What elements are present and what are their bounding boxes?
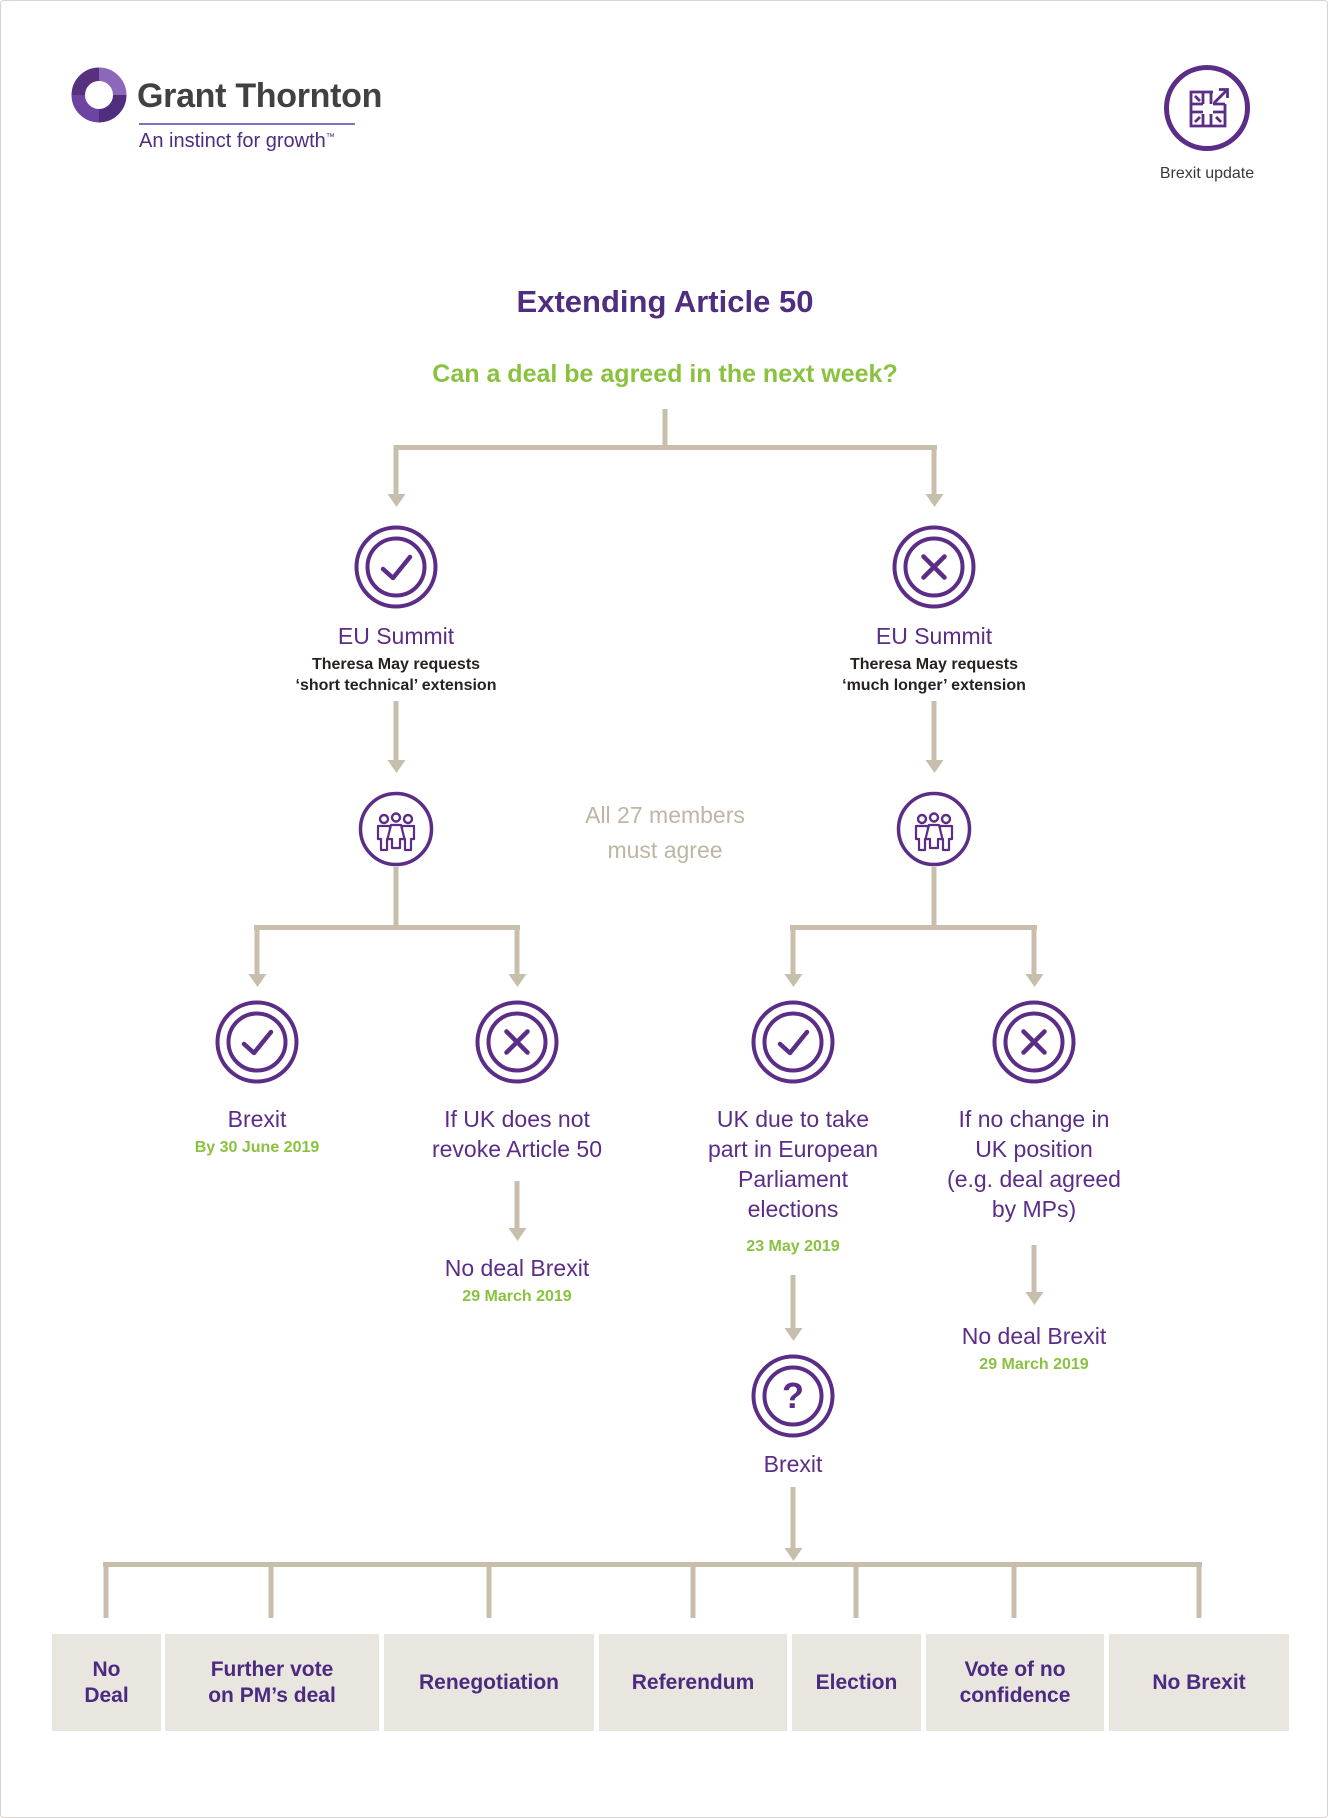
connector-arrow-outcome-1 xyxy=(254,925,260,975)
connector-hbar-right xyxy=(790,925,1037,930)
outcome-4-label: If no change in UK position (e.g. deal a… xyxy=(947,1106,1121,1222)
summit-left-title: EU Summit xyxy=(337,623,455,649)
outcome-1-date: By 30 June 2019 xyxy=(194,1139,320,1156)
outcome-2-label: If UK does not revoke Article 50 xyxy=(431,1106,603,1162)
connector-arrow-outcome-3 xyxy=(790,925,796,975)
uncertain-brexit-label: Brexit xyxy=(763,1451,823,1477)
outcome-2-result-date: 29 March 2019 xyxy=(462,1288,572,1305)
summit-right-title: EU Summit xyxy=(875,623,993,649)
connector-arrow-final xyxy=(790,1487,796,1549)
connector-arrow-no-deal-left xyxy=(514,1181,520,1229)
final-option-label: Referendum xyxy=(631,1670,755,1694)
page-question: Can a deal be agreed in the next week? xyxy=(432,360,898,388)
gt-swirl-icon xyxy=(71,67,127,128)
summit-left-subtitle: Theresa May requests ‘short technical’ e… xyxy=(295,656,497,694)
svg-text:?: ? xyxy=(782,1375,804,1416)
final-option-label: Election xyxy=(815,1670,898,1694)
eu-members-icon xyxy=(896,791,972,867)
gt-underline xyxy=(139,123,355,125)
gt-tagline-text: An instinct for growth xyxy=(139,130,326,152)
summit-right-subtitle: Theresa May requests ‘much longer’ exten… xyxy=(842,656,1026,694)
connector-hbar-top xyxy=(394,445,937,450)
outcome-4-result-date: 29 March 2019 xyxy=(979,1356,1089,1373)
connector-arrow-right-members xyxy=(931,701,937,761)
consensus-note: All 27 members must agree xyxy=(585,802,745,863)
final-option-label: Renegotiation xyxy=(419,1670,559,1694)
connector-drop-6 xyxy=(1011,1562,1017,1618)
question-circle-icon: ? xyxy=(751,1354,835,1438)
gt-tagline: An instinct for growth™ xyxy=(139,130,335,153)
final-option-no-confidence: Vote of no confidence xyxy=(926,1634,1104,1731)
cross-circle-icon xyxy=(992,1000,1076,1084)
connector-arrow-no-deal-right xyxy=(1031,1245,1037,1293)
final-option-renegotiation: Renegotiation xyxy=(384,1634,594,1731)
connector-hbar-bottom xyxy=(103,1562,1202,1567)
connector-arrow-outcome-4 xyxy=(1031,925,1037,975)
connector-arrow-left-summit xyxy=(393,445,399,495)
cross-circle-icon xyxy=(892,525,976,609)
connector-drop-3 xyxy=(486,1562,492,1618)
connector-arrow-left-members xyxy=(393,701,399,761)
connector-drop-1 xyxy=(103,1562,109,1618)
outcome-4-result: No deal Brexit xyxy=(961,1323,1107,1349)
outcome-2-result: No deal Brexit xyxy=(444,1255,590,1281)
final-option-label: Further vote on PM’s deal xyxy=(208,1657,336,1707)
union-jack-exit-icon xyxy=(1164,65,1250,151)
cross-circle-icon xyxy=(475,1000,559,1084)
final-option-label: Vote of no confidence xyxy=(959,1657,1071,1707)
connector-drop-5 xyxy=(853,1562,859,1618)
outcome-1-label: Brexit xyxy=(227,1106,287,1132)
connector-drop-2 xyxy=(268,1562,274,1618)
connector-stub-right xyxy=(931,867,937,925)
final-option-no-brexit: No Brexit xyxy=(1109,1634,1289,1731)
final-option-referendum: Referendum xyxy=(599,1634,787,1731)
final-option-label: No Brexit xyxy=(1152,1670,1246,1694)
gt-tagline-tm: ™ xyxy=(325,131,335,142)
final-option-no-deal: No Deal xyxy=(52,1634,161,1731)
outcome-3-label: UK due to take part in European Parliame… xyxy=(707,1106,879,1222)
connector-arrow-right-summit xyxy=(931,445,937,495)
final-option-further-vote: Further vote on PM’s deal xyxy=(165,1634,379,1731)
final-option-election: Election xyxy=(792,1634,921,1731)
badge-label: Brexit update xyxy=(1159,165,1255,182)
outcome-3-date: 23 May 2019 xyxy=(746,1238,840,1255)
connector-stub-top xyxy=(662,409,668,448)
connector-arrow-uncertain xyxy=(790,1275,796,1329)
final-option-label: No Deal xyxy=(84,1657,129,1707)
check-circle-icon xyxy=(215,1000,299,1084)
connector-hbar-left xyxy=(254,925,520,930)
check-circle-icon xyxy=(354,525,438,609)
connector-stub-left xyxy=(393,867,399,925)
page-title: Extending Article 50 xyxy=(516,284,814,319)
eu-members-icon xyxy=(358,791,434,867)
connector-arrow-outcome-2 xyxy=(514,925,520,975)
gt-wordmark: Grant Thornton xyxy=(137,77,383,115)
connector-drop-4 xyxy=(690,1562,696,1618)
check-circle-icon xyxy=(751,1000,835,1084)
connector-drop-7 xyxy=(1196,1562,1202,1618)
